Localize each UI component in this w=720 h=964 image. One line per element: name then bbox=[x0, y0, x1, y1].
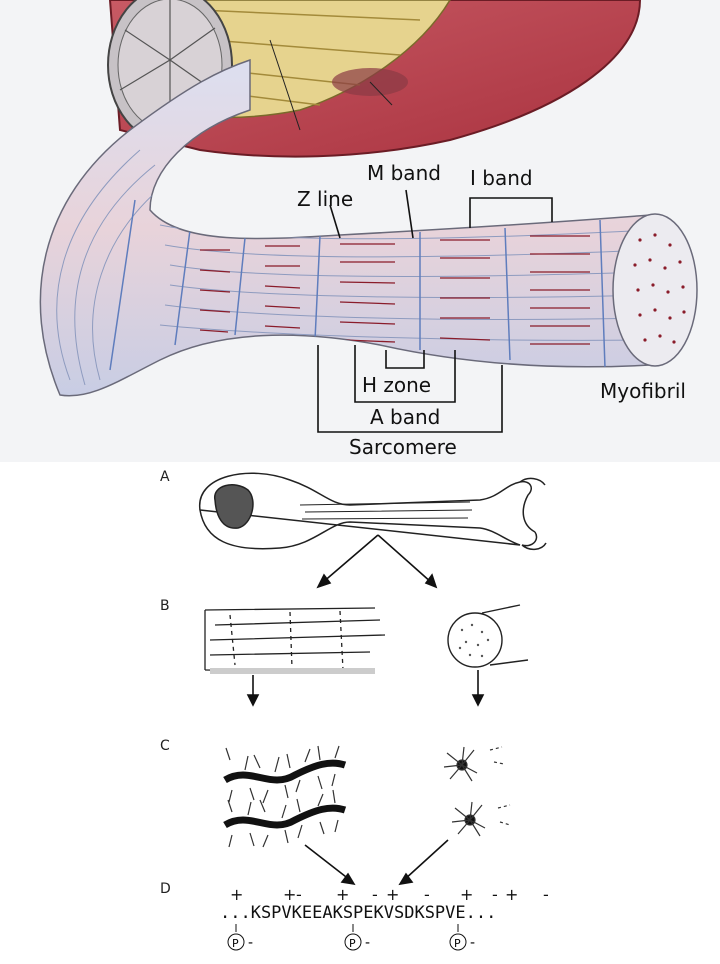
charge-signs: ++-+-+-+-+- bbox=[230, 885, 549, 904]
arrows-a-to-b bbox=[316, 534, 438, 589]
axon-cross-section bbox=[447, 604, 529, 668]
panel-label-c: C bbox=[160, 738, 170, 754]
m-band-leader bbox=[405, 189, 414, 239]
phosphate-label: P bbox=[349, 937, 356, 950]
charge-sign: - bbox=[296, 885, 302, 904]
phosphate-label: P bbox=[232, 937, 239, 950]
band-brackets bbox=[317, 189, 553, 433]
panel-label-a: A bbox=[160, 469, 170, 485]
charge-sign: + bbox=[386, 885, 399, 904]
panel-label-d: D bbox=[160, 881, 171, 897]
phosphate-group: P- bbox=[449, 924, 475, 951]
m-band-label: M band bbox=[367, 161, 441, 185]
charge-sign: - bbox=[492, 885, 498, 904]
z-line-leader bbox=[329, 204, 341, 239]
axon-longitudinal-section bbox=[204, 607, 386, 674]
phosphate-group: P- bbox=[227, 924, 253, 951]
sarcomere-bracket bbox=[317, 345, 503, 433]
bottom-panel-background bbox=[0, 462, 720, 960]
charge-sign: - bbox=[372, 885, 378, 904]
charge-sign: - bbox=[424, 885, 430, 904]
muscle-body bbox=[108, 0, 642, 158]
panel-label-b: B bbox=[160, 598, 170, 614]
arrows-c-to-d bbox=[304, 839, 449, 886]
neuron-drawing bbox=[199, 472, 547, 551]
phosphate-charge: - bbox=[248, 935, 253, 951]
phosphate-label: P bbox=[454, 937, 461, 950]
h-zone-label: H zone bbox=[362, 373, 431, 397]
neurofilament-longitudinal bbox=[223, 745, 347, 848]
phosphate-group: P- bbox=[344, 924, 370, 951]
charge-sign: + bbox=[460, 885, 473, 904]
i-band-bracket bbox=[469, 197, 553, 228]
phosphate-charge: - bbox=[470, 935, 475, 951]
a-band-bracket bbox=[354, 345, 456, 403]
charge-sign: - bbox=[543, 885, 549, 904]
charge-sign: + bbox=[230, 885, 243, 904]
sarcomere-label: Sarcomere bbox=[349, 435, 457, 459]
z-line-label: Z line bbox=[297, 187, 353, 211]
myofibril-label: Myofibril bbox=[600, 379, 686, 403]
a-band-label: A band bbox=[370, 405, 440, 429]
charge-sign: + bbox=[336, 885, 349, 904]
neurofilament-cross-section bbox=[443, 746, 511, 837]
i-band-label: I band bbox=[470, 166, 533, 190]
charge-sign: + bbox=[283, 885, 296, 904]
arrows-b-to-c bbox=[246, 670, 485, 707]
phosphate-charge: - bbox=[365, 935, 370, 951]
phosphorylation-marks: P-P-P- bbox=[227, 924, 475, 951]
h-zone-bracket bbox=[385, 350, 425, 369]
charge-sign: + bbox=[505, 885, 518, 904]
myofibril bbox=[39, 58, 698, 397]
amino-acid-sequence: ...KSPVKEEAKSPEKVSDKSPVE... bbox=[220, 903, 496, 923]
